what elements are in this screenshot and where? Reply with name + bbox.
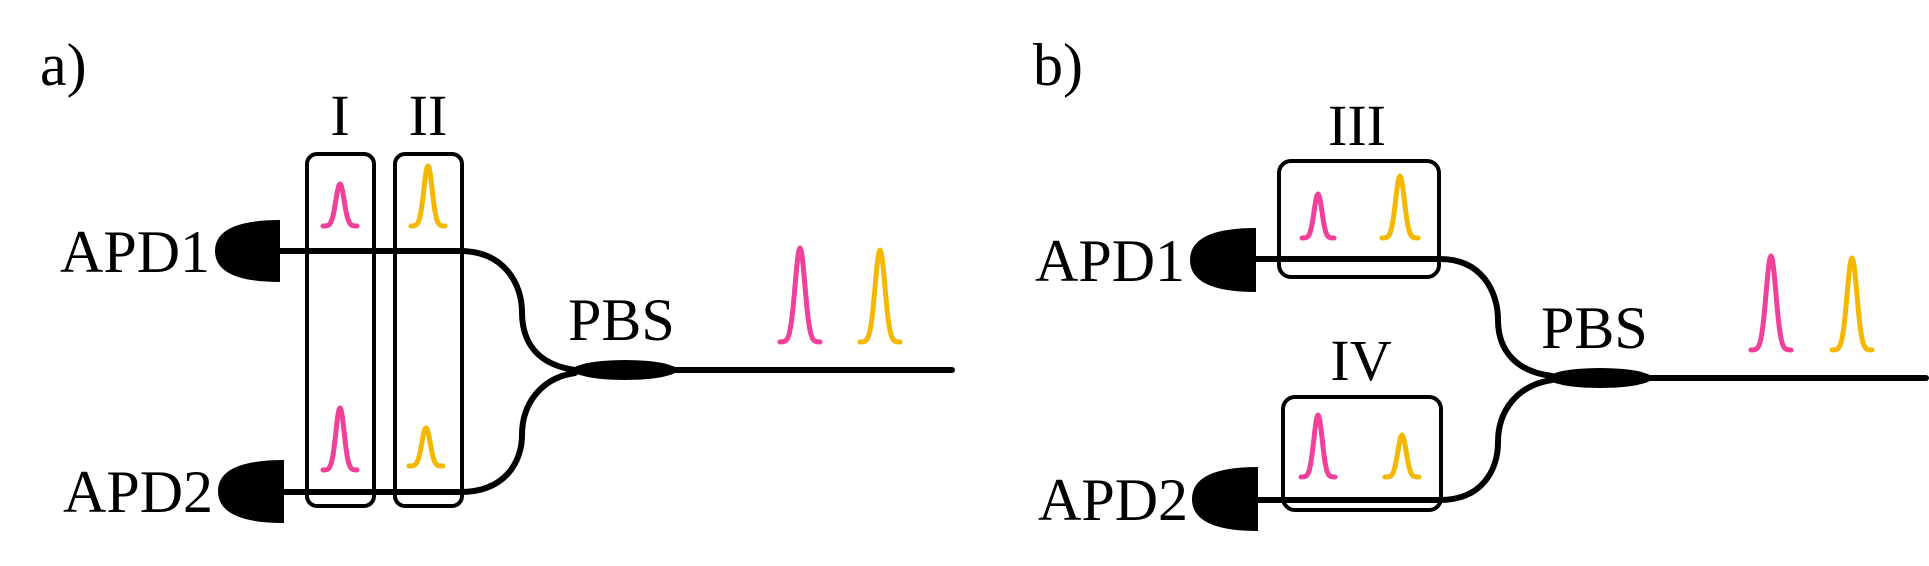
pulse-box-i-top [320, 181, 360, 229]
box-ii [393, 152, 464, 508]
apd2-label: APD2 [63, 459, 213, 525]
pbs-label: PBS [1541, 295, 1648, 361]
pulse-box-i-bottom [320, 405, 360, 473]
pulses-panel-a [320, 163, 903, 473]
pulse-output-early [1748, 253, 1794, 353]
fiber-bottom [281, 370, 578, 495]
fiber-bottom [1255, 377, 1555, 503]
pbs-splitter [1548, 368, 1652, 388]
box-i [305, 152, 376, 508]
pulse-output-late [1829, 255, 1875, 353]
fiber-top [277, 248, 578, 373]
pulse-box-iv-early [1298, 412, 1338, 480]
pulses-panel-b [1298, 173, 1875, 480]
box-iii [1277, 159, 1441, 279]
panel-a-label: a) [40, 32, 87, 98]
apd2-label: APD2 [1038, 467, 1188, 533]
box-iii-label: III [1328, 93, 1386, 158]
apd1-detector-icon [215, 220, 280, 282]
box-ii-label: II [409, 83, 448, 148]
pbs-label: PBS [568, 287, 675, 353]
panel-a: a) APD1 APD2 I II PBS [40, 32, 955, 525]
pulse-box-iii-early [1299, 191, 1337, 241]
pulse-box-ii-top [408, 163, 448, 229]
pulse-box-iv-late [1382, 432, 1422, 480]
pulse-output-late [857, 247, 903, 345]
box-iv [1281, 395, 1443, 512]
pulse-box-iii-late [1379, 173, 1421, 241]
apd2-detector-icon [1192, 467, 1258, 531]
apd2-detector-icon [218, 460, 284, 523]
box-i-label: I [330, 83, 349, 148]
pulse-box-ii-bottom [406, 425, 446, 469]
pulse-output-early [777, 245, 823, 345]
apd1-label: APD1 [60, 219, 210, 285]
panel-b-label: b) [1033, 32, 1083, 98]
fiber-top [1253, 256, 1555, 379]
apd1-label: APD1 [1035, 228, 1185, 294]
panel-b: b) APD1 APD2 III IV PBS [1033, 32, 1929, 533]
pbs-splitter [573, 360, 677, 380]
apd1-detector-icon [1190, 228, 1256, 292]
box-iv-label: IV [1330, 328, 1391, 393]
